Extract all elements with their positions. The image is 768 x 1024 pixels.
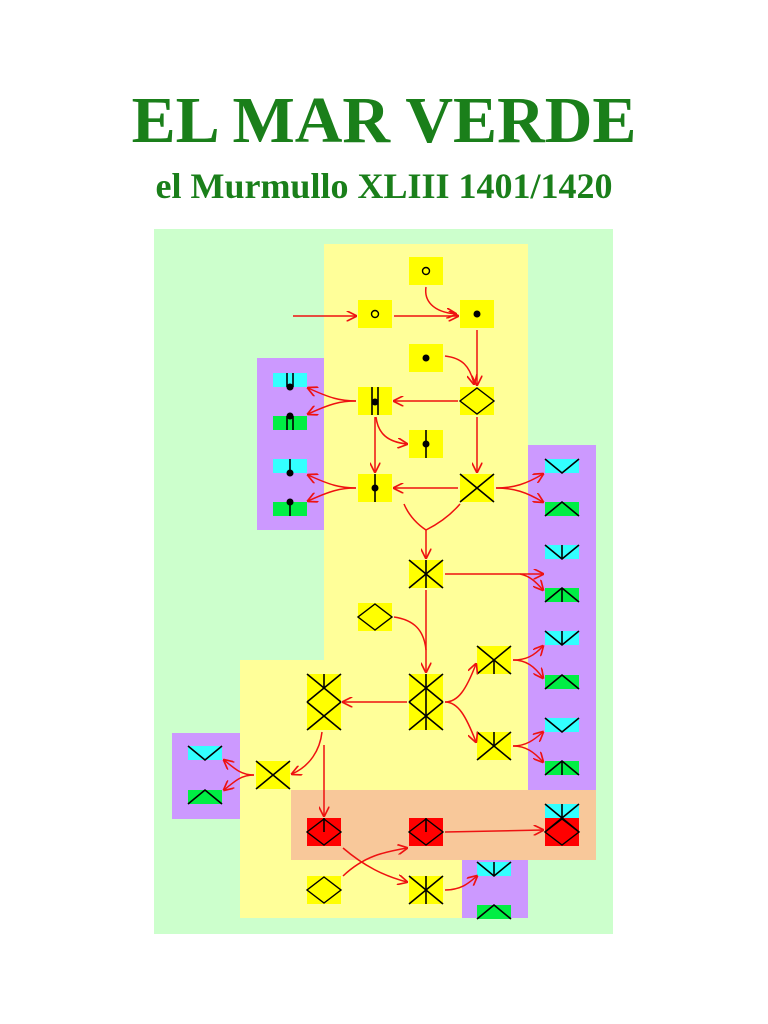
arrow (375, 416, 407, 444)
purple-region-lower-left (172, 733, 240, 819)
red-node-right (543, 803, 581, 846)
node-x-cross-bar (408, 559, 444, 589)
page-subtitle: el Murmullo XLIII 1401/1420 (155, 166, 613, 206)
node-diamond-top (458, 387, 496, 415)
arrow (512, 745, 543, 762)
node-double-bar-dot (358, 387, 392, 415)
arrow (444, 701, 476, 742)
arrow (292, 731, 323, 774)
node-open-circle-top (409, 257, 443, 285)
arrow (403, 503, 427, 531)
swatch-left-3 (273, 459, 307, 477)
swatch-bottom-1 (476, 861, 512, 878)
node-bar-dot-lower (358, 474, 392, 502)
node-x-bar-upper-right (476, 645, 512, 675)
node-double-x-center (408, 673, 444, 731)
arrow (224, 774, 255, 790)
yellow-region (240, 244, 528, 918)
swatch-right-5 (544, 630, 580, 647)
swatch-left-4 (273, 498, 307, 516)
swatch-left-1 (273, 373, 307, 391)
swatch-lower-left-1 (187, 745, 223, 762)
swatch-lower-left-2 (187, 788, 223, 805)
arrow (425, 503, 461, 531)
flow-arrows (224, 286, 543, 891)
swatch-left-2 (273, 412, 307, 430)
swatch-right-3 (544, 544, 580, 561)
page-title: EL MAR VERDE (131, 84, 637, 157)
node-filled-dot-right (460, 300, 494, 328)
node-double-x-left (306, 673, 342, 731)
arrow (519, 573, 543, 590)
swatch-right-4 (544, 586, 580, 603)
node-open-circle (358, 300, 392, 328)
swatch-right-7 (544, 717, 580, 734)
arrow (444, 355, 474, 384)
arrow (393, 616, 427, 651)
arrow (308, 400, 357, 414)
arrow (342, 848, 407, 877)
arrow (512, 659, 543, 678)
arrow (308, 487, 357, 501)
swatch-bottom-2 (476, 903, 512, 920)
swatch-right-8 (544, 759, 580, 776)
node-x-cross-left (255, 760, 291, 790)
swatch-right-2 (544, 500, 580, 517)
node-x-bar-lower-right (476, 731, 512, 761)
node-bar-dot (409, 430, 443, 458)
arrow (342, 847, 407, 882)
node-filled-dot (409, 344, 443, 372)
arrow (495, 487, 543, 502)
arrow (424, 286, 456, 314)
node-x-cross (459, 473, 495, 503)
swatch-right-1 (544, 458, 580, 475)
node-diamond-bottom (305, 876, 343, 904)
arrow (444, 876, 477, 891)
node-x-bar-bottom (408, 875, 444, 905)
red-node-left (305, 818, 343, 846)
red-node-center (407, 818, 445, 846)
arrow (444, 830, 543, 832)
swatch-right-6 (544, 673, 580, 690)
node-diamond-middle (356, 603, 394, 631)
purple-region-right (528, 445, 596, 790)
